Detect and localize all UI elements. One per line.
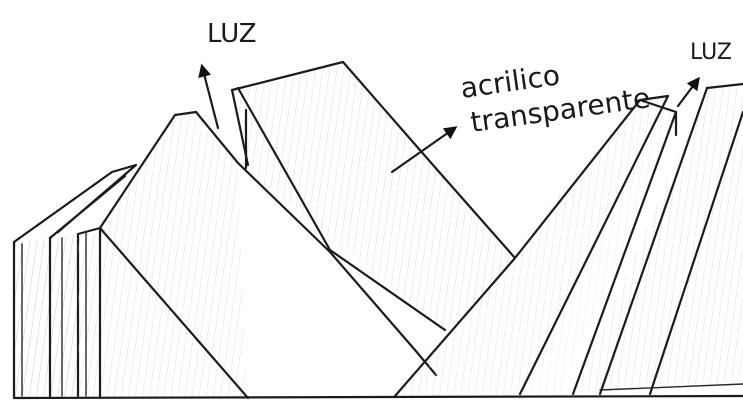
left-slab-face-2 [50,234,78,398]
label-luz-right: LUZ [690,40,732,65]
label-luz-left: LUZ [207,19,257,49]
left-slab-face-1 [14,238,50,398]
